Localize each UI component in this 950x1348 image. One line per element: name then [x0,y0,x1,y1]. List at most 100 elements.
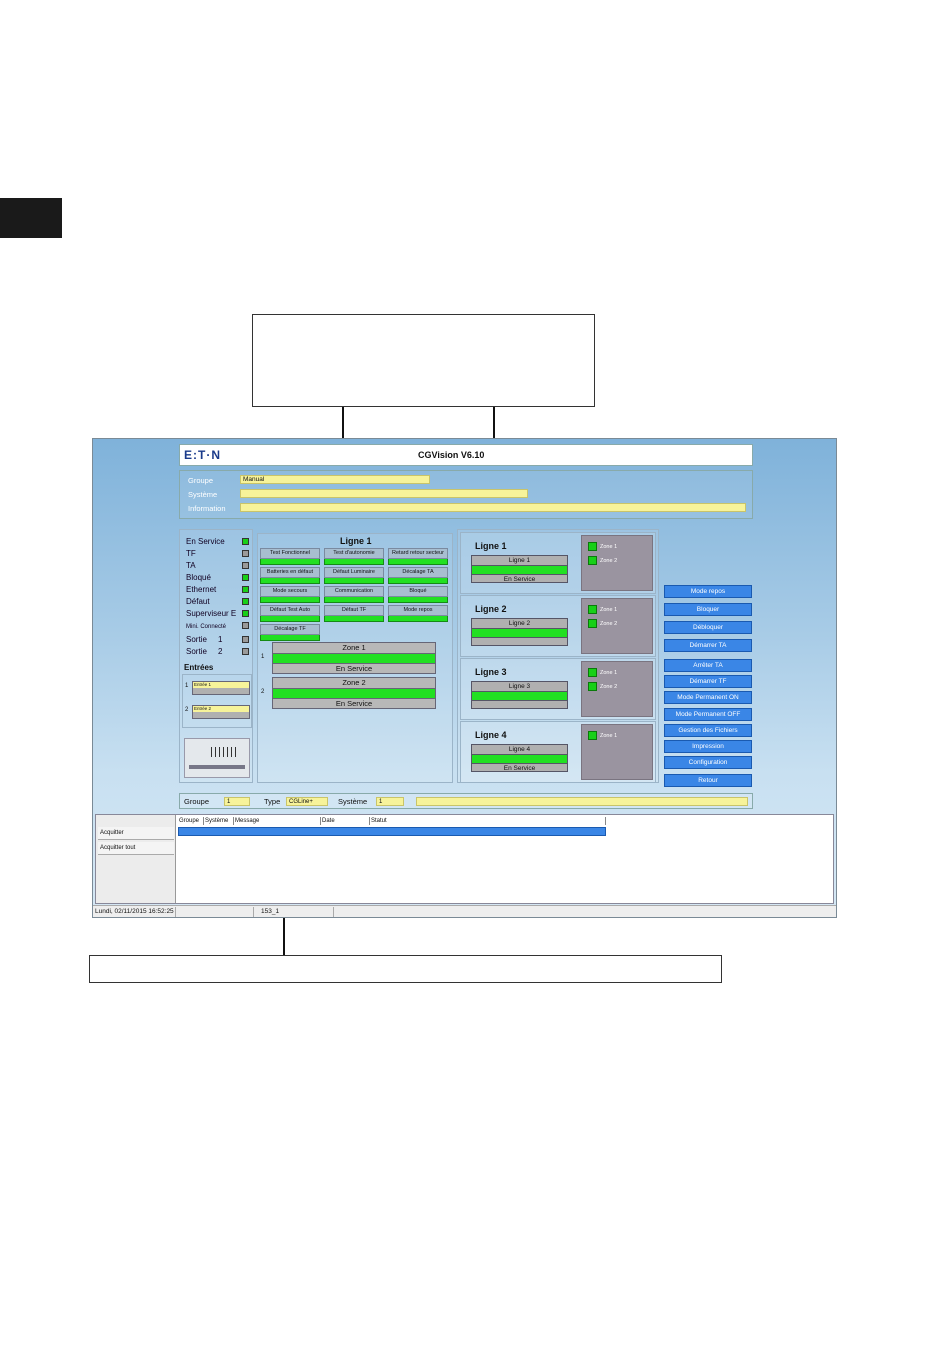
status-row: Superviseur E [186,608,249,619]
side-button[interactable]: Impression [664,740,752,753]
table-row-selected[interactable] [178,827,606,836]
zone-item: Zone 1 [588,668,617,677]
zone-card[interactable]: Zone 2 En Service [272,677,436,709]
bottom-systeme-field[interactable]: 1 [376,797,404,806]
zone-status: En Service [335,699,373,708]
ligne-function-button[interactable]: Retard retour secteur [388,548,448,565]
ligne-function-button[interactable]: Mode secours [260,586,320,603]
zone-item-label: Zone 1 [600,732,618,739]
ligne-function-indicator [388,578,448,584]
ligne-function-label: Mode secours [260,586,320,597]
ligne-name: Ligne 4 [472,745,567,755]
side-button[interactable]: Démarrer TF [664,675,752,688]
ligne-function-button[interactable]: Décalage TF [260,624,320,641]
status-label: Ethernet [186,585,217,594]
ligne-status [472,638,567,647]
zone-number: 1 [261,654,265,660]
status-led-icon [242,598,249,605]
zone-item-label: Zone 1 [600,606,618,613]
bottom-groupe-label: Groupe [184,797,210,806]
status-label: En Service [186,537,225,546]
info-panel: Groupe Manual Système Information [179,470,753,519]
status-row: Ethernet [186,584,249,595]
side-button[interactable]: Configuration [664,756,752,769]
ligne-function-button[interactable]: Test Fonctionnel [260,548,320,565]
ligne-title: Ligne 2 [475,604,507,614]
status-divider-3 [333,907,334,917]
systeme-label: Système [188,490,218,499]
status-led-icon [242,562,249,569]
entree-field[interactable]: Entrée 1 [192,681,250,695]
ligne-function-button[interactable]: Test d'autonomie [324,548,384,565]
ligne-function-button[interactable]: Batteries en défaut [260,567,320,584]
ligne-function-indicator [388,597,448,603]
side-button[interactable]: Mode Permanent OFF [664,708,752,721]
ligne-function-button[interactable]: Mode repos [388,605,448,622]
zone-item: Zone 1 [588,605,617,614]
entrees-title: Entrées [184,663,214,672]
table-column-header[interactable]: Date [321,817,370,825]
status-row: TF [186,548,249,559]
ligne-function-indicator [388,559,448,565]
status-row: Bloqué [186,572,249,583]
ligne-function-indicator [324,559,384,565]
side-button[interactable]: Mode Permanent ON [664,691,752,704]
ligne-function-button[interactable]: Communication [324,586,384,603]
status-led-icon [242,622,249,629]
ligne-function-button[interactable]: Bloqué [388,586,448,603]
groupe-field[interactable]: Manual [240,475,430,484]
bottom-groupe-field[interactable]: 1 [224,797,250,806]
acquitter-tout-button[interactable]: Acquitter tout [98,842,174,855]
side-button[interactable]: Retour [664,774,752,787]
zone-name: Zone 1 [273,643,435,654]
entree-number: 1 [185,683,189,689]
zone-number: 2 [261,689,265,695]
side-button[interactable]: Gestion des Fichiers [664,724,752,737]
status-row: Mini. Connecté [186,620,249,631]
entree-field[interactable]: Entrée 2 [192,705,250,719]
side-button[interactable]: Arrêter TA [664,659,752,672]
status-label: Superviseur E [186,609,237,618]
status-row: Défaut [186,596,249,607]
ligne-status-box: Ligne 2 [471,618,568,646]
table-column-header[interactable]: Statut [370,817,606,825]
side-button[interactable]: Démarrer TA [664,639,752,652]
side-button[interactable]: Bloquer [664,603,752,616]
status-label: TF [186,549,196,558]
systeme-field[interactable] [240,489,528,498]
bottom-type-field[interactable]: CGLine+ [286,797,328,806]
ligne-title: Ligne 1 [475,541,507,551]
zone-name: Zone 2 [273,678,435,689]
ligne-function-button[interactable]: Décalage TA [388,567,448,584]
table-column-header[interactable]: Message [234,817,321,825]
side-button[interactable]: Débloquer [664,621,752,634]
ligne-function-label: Test d'autonomie [324,548,384,559]
bottom-bar: Groupe 1 Type CGLine+ Système 1 [179,793,753,809]
ligne-function-button[interactable]: Défaut Luminaire [324,567,384,584]
ligne-function-button[interactable]: Défaut Test Auto [260,605,320,622]
zone-led-icon [588,731,597,740]
ligne-function-indicator [260,597,320,603]
acquitter-button[interactable]: Acquitter [98,827,174,840]
zone-led-icon [588,619,597,628]
information-field[interactable] [240,503,746,512]
side-button[interactable]: Mode repos [664,585,752,598]
status-label: TA [186,561,196,570]
status-led-icon [242,648,249,655]
status-led-icon [242,636,249,643]
table-column-header[interactable]: Système [204,817,234,825]
table-column-header[interactable]: Groupe [178,817,204,825]
status-row: Sortie 2 [186,646,249,657]
ligne-function-button[interactable]: Défaut TF [324,605,384,622]
